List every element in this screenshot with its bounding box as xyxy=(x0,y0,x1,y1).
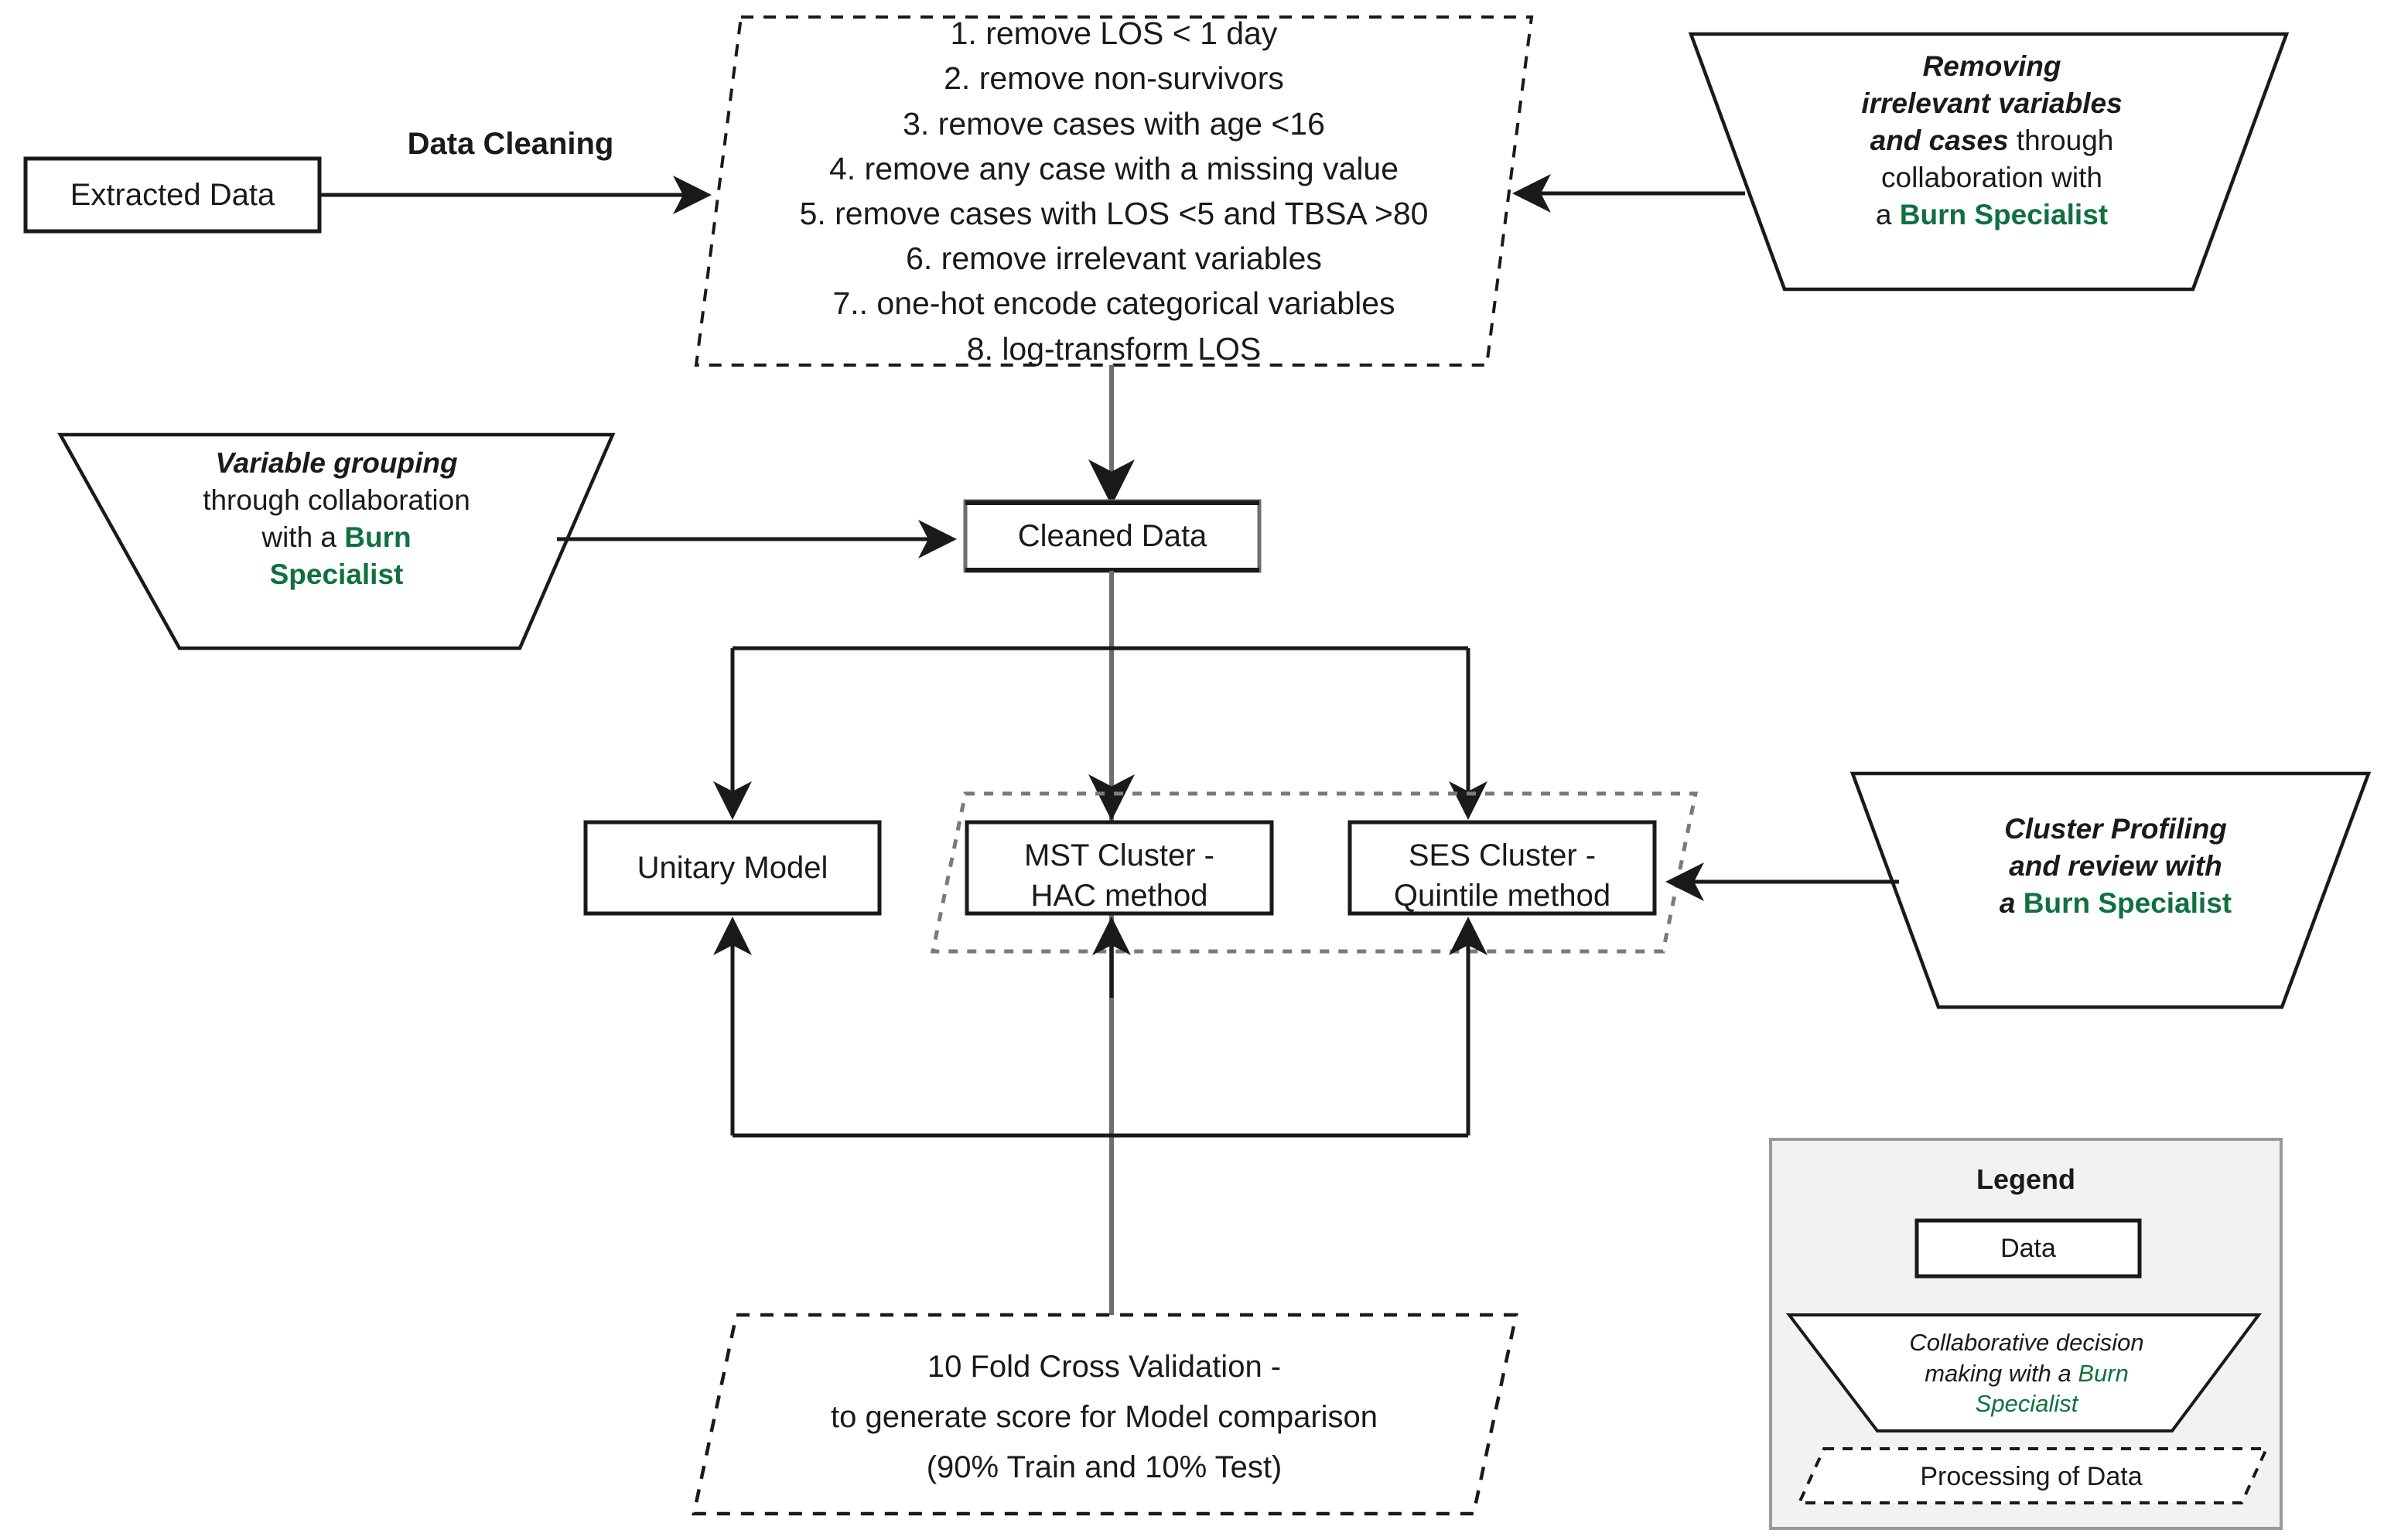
legend-collab-line2: making with a Burn xyxy=(1872,1358,2181,1389)
cleaning-step: 8. log-transform LOS xyxy=(966,330,1262,367)
mst-cluster-line2: HAC method xyxy=(1030,879,1208,913)
cross-validation-line1: 10 Fold Cross Validation - xyxy=(927,1350,1282,1384)
removing-line5: a Burn Specialist xyxy=(1787,196,2197,234)
cluster-profiling-line1: Cluster Profiling xyxy=(2004,813,2227,845)
removing-line3-emphasis: and cases xyxy=(1870,125,2009,157)
cleaning-step: 3. remove cases with age <16 xyxy=(903,105,1325,142)
data-cleaning-edge-label: Data Cleaning xyxy=(407,127,614,161)
removing-line1: Removing xyxy=(1922,50,2061,82)
cleaned-data-label: Cleaned Data xyxy=(1017,519,1207,553)
cleaning-step: 5. remove cases with LOS <5 and TBSA >80 xyxy=(799,196,1429,231)
ses-cluster-line2: Quintile method xyxy=(1393,879,1611,913)
cluster-profiling-line3-green: Burn Specialist xyxy=(2023,887,2232,920)
removing-line3-plain: through xyxy=(2008,125,2114,157)
removing-line5-green: Burn Specialist xyxy=(1899,199,2109,231)
legend-processing-label: Processing of Data xyxy=(1920,1461,2143,1491)
extracted-data-box xyxy=(23,156,322,234)
cleaning-steps-list: 1. remove LOS < 1 day 2. remove non-surv… xyxy=(696,15,1532,367)
unitary-model-label: Unitary Model xyxy=(637,851,828,885)
cluster-profiling-line3: a Burn Specialist xyxy=(1930,885,2301,922)
legend-collab-line2-green: Burn xyxy=(2078,1359,2129,1387)
cross-validation-line3: (90% Train and 10% Test) xyxy=(926,1450,1283,1484)
ses-cluster-line1: SES Cluster - xyxy=(1408,838,1597,872)
variable-grouping-line3: with a Burn xyxy=(151,519,522,556)
cross-validation-text: 10 Fold Cross Validation - to generate s… xyxy=(696,1342,1512,1492)
legend-data-label: Data xyxy=(2000,1233,2056,1263)
cross-validation-line2: to generate score for Model comparison xyxy=(830,1399,1378,1434)
removing-line2: irrelevant variables xyxy=(1861,87,2123,120)
variable-grouping-line3-prefix: with a xyxy=(261,521,345,554)
legend-collab-line3: Specialist xyxy=(1975,1390,2078,1418)
removing-line5-prefix: a xyxy=(1875,199,1900,231)
cleaning-step: 7.. one-hot encode categorical variables xyxy=(832,285,1395,322)
cluster-group-parallelogram xyxy=(930,791,1699,954)
cleaning-step: 4. remove any case with a missing value xyxy=(828,150,1399,186)
data-cleaning-parallelogram xyxy=(694,15,1534,367)
variable-grouping-trapezoid xyxy=(57,432,616,650)
mst-cluster-box xyxy=(965,820,1274,916)
ses-cluster-box xyxy=(1347,820,1657,916)
variable-grouping-line1: Variable grouping xyxy=(215,447,458,479)
cleaning-step: 6. remove irrelevant variables xyxy=(906,241,1322,277)
variable-grouping-text: Variable grouping through collaboration … xyxy=(151,445,522,593)
variable-grouping-line4: Specialist xyxy=(269,558,404,591)
variable-grouping-line2: through collaboration xyxy=(203,484,470,517)
legend-collab-line1: Collaborative decision xyxy=(1909,1329,2144,1356)
cluster-profiling-line2: and review with xyxy=(2009,850,2222,883)
legend-collab-line2-prefix: making with a xyxy=(1925,1359,2078,1387)
extracted-data-label: Extracted Data xyxy=(70,178,275,212)
cleaning-step: 1. remove LOS < 1 day xyxy=(950,15,1278,52)
mst-cluster-label: MST Cluster - HAC method xyxy=(972,835,1267,916)
legend-collab-text: Collaborative decision making with a Bur… xyxy=(1872,1327,2181,1419)
variable-grouping-line3-green: Burn xyxy=(344,521,412,554)
removing-variables-text: Removing irrelevant variables and cases … xyxy=(1787,48,2197,234)
legend-collab-trapezoid xyxy=(1785,1313,2262,1432)
removing-line4: collaboration with xyxy=(1881,162,2102,194)
legend-processing-parallelogram xyxy=(1796,1447,2270,1504)
ses-cluster-label: SES Cluster - Quintile method xyxy=(1354,835,1650,916)
legend-data-swatch xyxy=(1914,1218,2142,1279)
cluster-profiling-text: Cluster Profiling and review with a Burn… xyxy=(1930,811,2301,922)
unitary-model-box xyxy=(583,820,882,916)
cross-validation-parallelogram xyxy=(692,1313,1518,1516)
removing-line3: and cases through xyxy=(1787,122,2197,159)
mst-cluster-line1: MST Cluster - xyxy=(1024,838,1214,872)
cluster-profiling-line3-prefix: a xyxy=(1999,887,2024,920)
cluster-profiling-trapezoid xyxy=(1849,771,2372,1009)
legend-title: Legend xyxy=(1976,1163,2075,1195)
cleaning-step: 2. remove non-survivors xyxy=(944,60,1284,97)
removing-variables-trapezoid xyxy=(1688,32,2290,292)
